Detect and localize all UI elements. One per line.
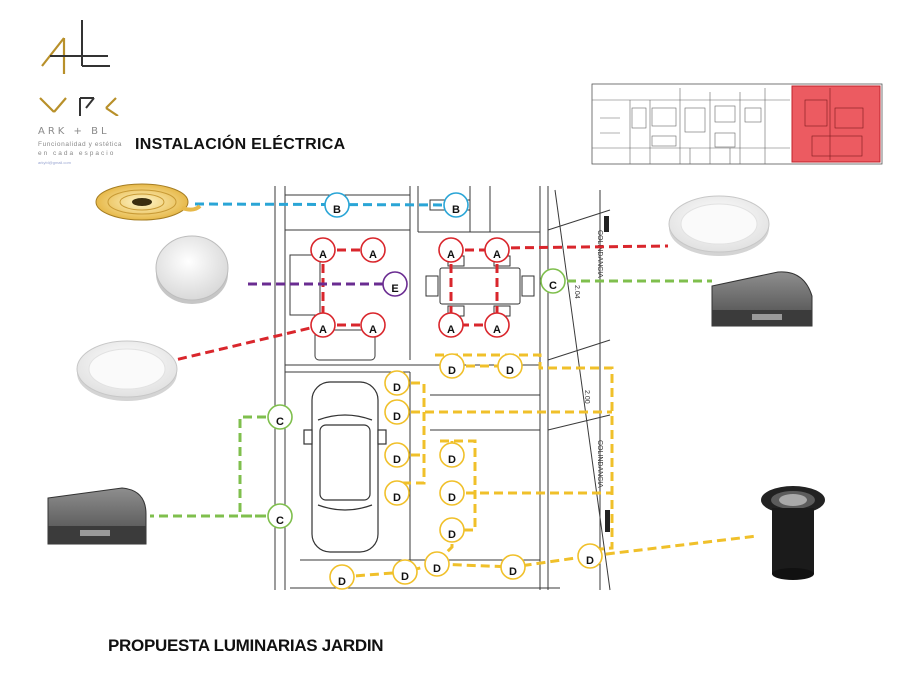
marker-d: D — [439, 442, 465, 468]
plan-column — [605, 510, 610, 532]
logo-website: arkybl@gmail.com — [38, 160, 71, 165]
square-panel-image — [155, 235, 229, 304]
wall-step-light-image-2 — [47, 487, 147, 545]
site-key-plan — [591, 83, 883, 165]
marker-d: D — [329, 564, 355, 590]
svg-text:D: D — [393, 411, 401, 423]
svg-text:C: C — [549, 280, 557, 292]
svg-text:D: D — [586, 555, 594, 567]
plan-label-colindancia-2: COLINDANCIA — [596, 440, 603, 488]
plan-walls — [274, 186, 611, 591]
logo-name: ARK + BL — [38, 126, 110, 137]
marker-e: E — [382, 271, 408, 297]
logo-tagline: Funcionalidad y estética — [38, 141, 123, 148]
svg-text:D: D — [506, 365, 514, 377]
marker-a: A — [360, 237, 386, 263]
logo-mark — [39, 20, 119, 116]
plan-column — [604, 216, 609, 232]
svg-text:C: C — [276, 416, 284, 428]
wire-a-lead — [174, 323, 324, 362]
marker-d: D — [384, 399, 410, 425]
marker-d: D — [500, 554, 526, 580]
inground-spot-image — [761, 486, 825, 580]
marker-c: C — [540, 268, 566, 294]
round-panel-image — [76, 340, 178, 401]
marker-a: A — [484, 312, 510, 338]
marker-d: D — [577, 543, 603, 569]
wall-step-light-image — [711, 271, 813, 327]
round-panel-image-2 — [668, 195, 770, 256]
marker-d: D — [384, 480, 410, 506]
marker-a: A — [310, 237, 336, 263]
wire-a-left — [321, 248, 373, 327]
svg-text:D: D — [401, 571, 409, 583]
plan-dimension: 2.00 — [583, 390, 590, 404]
svg-text:D: D — [393, 454, 401, 466]
led-strip-image — [95, 183, 202, 221]
marker-c: C — [267, 503, 293, 529]
svg-text:A: A — [493, 324, 501, 336]
marker-a: A — [438, 312, 464, 338]
car-outline — [303, 381, 387, 553]
marker-d: D — [384, 442, 410, 468]
marker-a: A — [310, 312, 336, 338]
marker-d: D — [424, 551, 450, 577]
marker-d: D — [439, 480, 465, 506]
svg-text:D: D — [448, 492, 456, 504]
svg-text:D: D — [338, 576, 346, 588]
dining-table — [425, 255, 535, 317]
svg-text:B: B — [452, 204, 460, 216]
marker-c: C — [267, 404, 293, 430]
svg-text:A: A — [319, 324, 327, 336]
marker-d: D — [392, 559, 418, 585]
markers: B B A A A A A A A A E C C C D D D D D D … — [267, 192, 603, 590]
wire-c-left — [150, 415, 280, 518]
svg-text:A: A — [493, 249, 501, 261]
svg-text:E: E — [391, 283, 398, 295]
svg-text:A: A — [369, 324, 377, 336]
marker-b: B — [324, 192, 350, 218]
marker-d: D — [439, 517, 465, 543]
logo-tagline-2: en cada espacio — [38, 150, 116, 157]
svg-text:A: A — [319, 249, 327, 261]
plan-dimension-2: 2.04 — [573, 285, 580, 299]
svg-text:A: A — [369, 249, 377, 261]
highlight-area — [791, 85, 881, 163]
logo: ARK + BL Funcionalidad y estética en cad… — [36, 16, 136, 176]
svg-text:D: D — [448, 365, 456, 377]
marker-b: B — [443, 192, 469, 218]
svg-text:A: A — [447, 249, 455, 261]
svg-text:D: D — [393, 492, 401, 504]
marker-a: A — [438, 237, 464, 263]
svg-text:A: A — [447, 324, 455, 336]
svg-text:D: D — [448, 454, 456, 466]
svg-text:D: D — [509, 566, 517, 578]
svg-text:C: C — [276, 515, 284, 527]
svg-text:D: D — [448, 529, 456, 541]
svg-text:D: D — [433, 563, 441, 575]
marker-a: A — [360, 312, 386, 338]
page-title: INSTALACIÓN ELÉCTRICA — [135, 136, 346, 153]
marker-d: D — [439, 353, 465, 379]
plan-label-colindancia: COLINDANCIA — [596, 230, 603, 278]
svg-text:B: B — [333, 204, 341, 216]
svg-text:D: D — [393, 382, 401, 394]
marker-d: D — [384, 370, 410, 396]
marker-a: A — [484, 237, 510, 263]
subtitle: PROPUESTA LUMINARIAS JARDIN — [108, 636, 384, 655]
marker-d: D — [497, 353, 523, 379]
